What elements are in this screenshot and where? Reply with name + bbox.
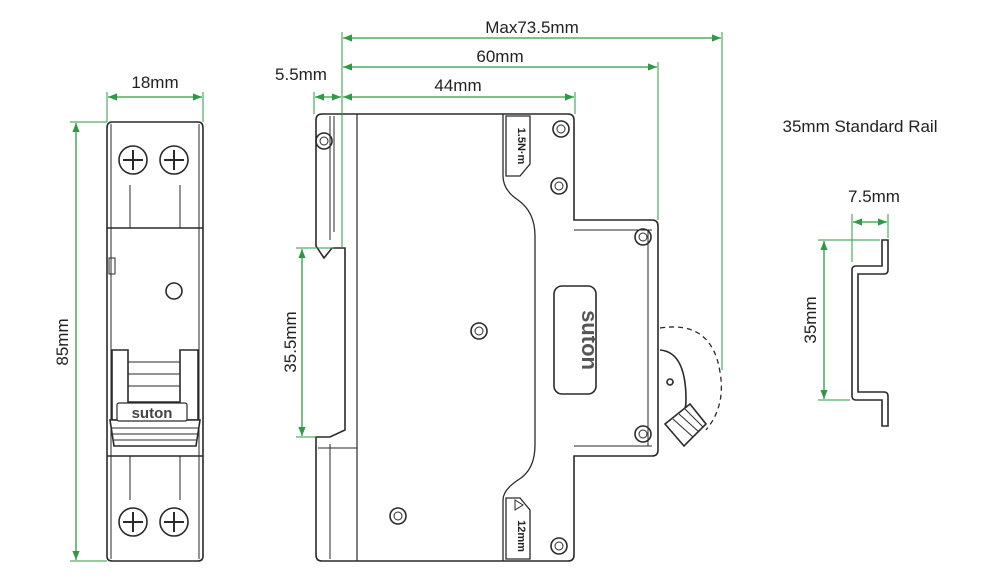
torque-top-label: 1.5N·m bbox=[515, 128, 527, 165]
mounting-hole-icon bbox=[634, 425, 652, 443]
rail-title: 35mm Standard Rail bbox=[783, 117, 938, 136]
rail-dimensions bbox=[818, 214, 889, 401]
side-brand-logo: suton bbox=[577, 310, 602, 370]
depth-60-label: 60mm bbox=[476, 47, 523, 66]
screw-icon bbox=[159, 507, 189, 537]
side-view bbox=[315, 113, 723, 562]
side-dimensions bbox=[296, 32, 723, 438]
screw-icon bbox=[159, 145, 189, 175]
mounting-hole-icon bbox=[552, 120, 570, 138]
side-lever-icon bbox=[659, 349, 708, 448]
front-dimensions bbox=[70, 92, 204, 562]
side-brand-plate bbox=[553, 285, 597, 395]
front-view bbox=[106, 121, 204, 562]
rail-height-label: 35.5mm bbox=[281, 311, 300, 372]
strip-length-label: 12mm bbox=[515, 520, 527, 552]
rail-height-dim-label: 35mm bbox=[801, 296, 820, 343]
front-brand-plate bbox=[116, 402, 188, 422]
mounting-hole-icon bbox=[470, 322, 488, 340]
mounting-hole-icon bbox=[389, 507, 407, 525]
rail-width-label: 7.5mm bbox=[848, 187, 900, 206]
front-brand-logo: suton bbox=[132, 405, 173, 422]
strip-length-box bbox=[505, 497, 531, 560]
mounting-hole-icon bbox=[315, 132, 333, 150]
screw-icon bbox=[118, 145, 148, 175]
rail-profile bbox=[851, 239, 889, 427]
front-body-outline bbox=[106, 121, 204, 562]
front-height-label: 85mm bbox=[53, 318, 72, 365]
front-width-label: 18mm bbox=[131, 73, 178, 92]
torque-mark-box bbox=[505, 115, 531, 177]
screw-icon bbox=[118, 507, 148, 537]
side-body-outline bbox=[315, 113, 659, 562]
triangle-icon bbox=[514, 499, 524, 511]
offset-label: 5.5mm bbox=[275, 65, 327, 84]
toggle-lever-icon bbox=[109, 349, 201, 447]
mounting-hole-icon bbox=[550, 537, 568, 555]
max-depth-label: Max73.5mm bbox=[485, 18, 579, 37]
test-button-icon bbox=[165, 282, 183, 300]
lever-swing-path bbox=[659, 326, 723, 431]
mounting-hole-icon bbox=[634, 228, 652, 246]
depth-44-label: 44mm bbox=[434, 76, 481, 95]
mounting-hole-icon bbox=[550, 177, 568, 195]
